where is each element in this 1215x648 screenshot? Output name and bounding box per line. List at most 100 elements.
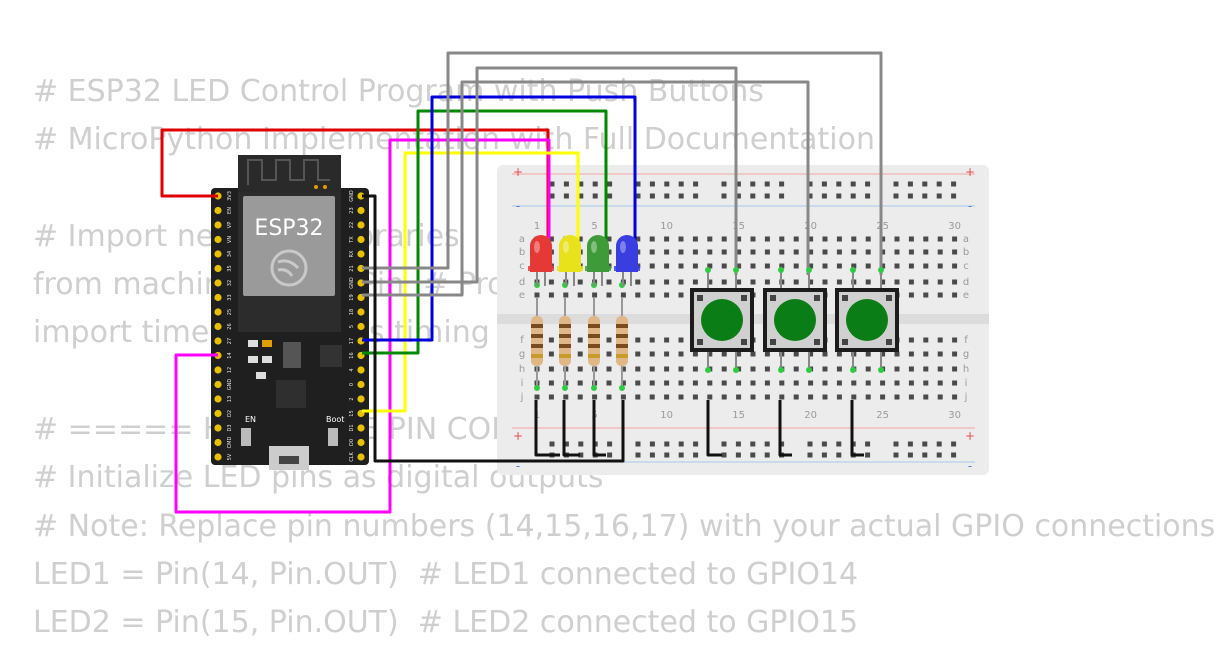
button-cap[interactable] [701,299,743,341]
header-pin[interactable] [214,279,222,287]
header-pin[interactable] [214,395,222,403]
header-pin[interactable] [357,235,365,244]
breadboard-hole [836,394,842,400]
gray-wire [362,51,883,275]
header-pin[interactable] [214,264,222,273]
resistor-band [616,334,628,338]
breadboard-hole [664,249,670,255]
push-button[interactable] [763,267,827,373]
breadboard-hole [865,279,871,285]
header-pin[interactable] [357,206,365,215]
rail-hole [893,181,899,187]
breadboard-hole [563,394,569,400]
header-pin[interactable] [357,322,365,331]
header-pin[interactable] [214,250,222,258]
breadboard-hole [779,263,785,269]
resistor-band [531,344,543,348]
header-pin[interactable] [214,438,222,447]
button-cap[interactable] [846,299,888,341]
header-pin[interactable] [357,424,365,432]
header-pin[interactable] [214,453,222,461]
header-pin[interactable] [214,409,222,418]
rail-hole [764,193,770,199]
row-label: g [519,349,525,360]
header-pin[interactable] [357,453,365,461]
header-pin[interactable] [214,380,222,389]
resistor-band [531,324,543,328]
header-pin[interactable] [214,322,222,331]
breadboard-hole [822,351,828,357]
breadboard-hole [635,380,641,386]
push-buttons[interactable] [690,267,899,373]
header-pin[interactable] [214,366,222,374]
header-pin[interactable] [214,293,222,302]
row-label: a [519,234,525,245]
breadboard-hole [548,337,554,343]
rail-hole [721,181,727,187]
antenna-trace-icon [247,159,330,185]
breadboard-hole [664,263,670,269]
breadboard-hole [707,236,713,242]
black-wire [534,400,560,457]
resistor-band [616,324,628,328]
usb-uart-chip [320,345,342,367]
button-cap[interactable] [774,299,816,341]
breadboard-hole [721,236,727,242]
rail-hole [549,193,555,199]
header-pin[interactable] [357,192,365,200]
breadboard-hole [836,351,842,357]
en-button[interactable] [241,428,251,446]
rail-sign: + [965,165,975,179]
breadboard-hole [880,351,886,357]
resistor-band [531,354,543,358]
header-pin[interactable] [357,380,365,389]
esp32-board[interactable]: ESP32 3V3ENVPVN343532332526271412GND13D2… [211,155,369,470]
breadboard-hole [577,394,583,400]
breadboard-hole [952,279,958,285]
rail-hole [750,193,756,199]
breadboard-hole [764,380,770,386]
header-pin[interactable] [214,206,222,215]
pin-label: EN [227,207,233,214]
breadboard-hole [707,263,713,269]
rail-hole [607,181,613,187]
breadboard-hole [894,279,900,285]
smd-component [248,356,258,363]
rail-hole [821,193,827,199]
header-pin[interactable] [214,424,222,432]
breadboard-hole [664,292,670,298]
header-pin[interactable] [357,438,365,447]
header-pin[interactable] [214,337,222,345]
header-pin[interactable] [214,235,222,244]
rail-sign: + [965,429,975,443]
rail-hole [649,193,655,199]
boot-button[interactable] [328,428,338,446]
header-pin[interactable] [357,308,365,316]
resistor-body [531,316,543,366]
header-pin[interactable] [214,308,222,316]
yellow-wire [362,151,580,413]
breadboard-hole [937,351,943,357]
rail-hole [735,441,741,447]
breadboard-hole [577,279,583,285]
column-number: 20 [804,221,817,232]
header-pin[interactable] [357,221,365,229]
smd-component [248,340,258,347]
header-pin[interactable] [214,221,222,229]
rail-hole [664,193,670,199]
breadboard-hole [851,236,857,242]
breadboard-hole [678,249,684,255]
breadboard-hole [707,351,713,357]
pin-label: 4 [349,368,355,371]
push-button[interactable] [835,267,899,373]
breadboard-hole [880,394,886,400]
push-button[interactable] [690,267,754,373]
header-pin[interactable] [357,366,365,374]
micro-usb-icon[interactable] [269,446,309,470]
header-pin[interactable] [357,395,365,403]
breadboard-hole [721,263,727,269]
row-label: b [963,247,969,258]
header-pin[interactable] [357,250,365,258]
